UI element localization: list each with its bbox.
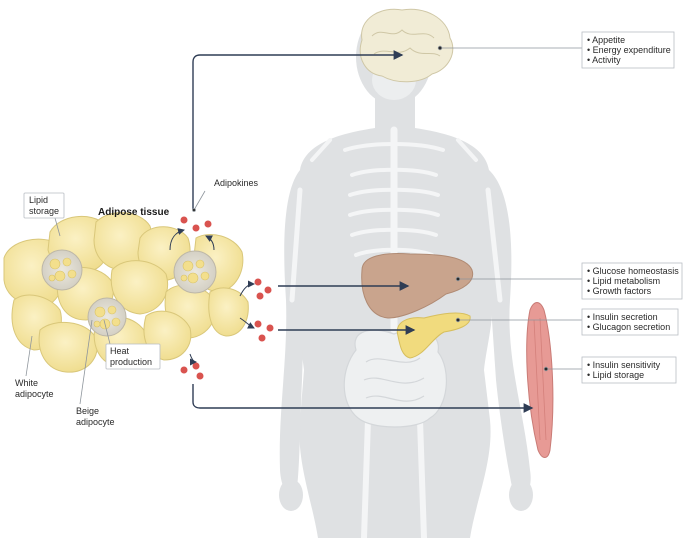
brain-effects-box: • Appetite • Energy expenditure • Activi…	[581, 31, 675, 69]
white-adipocyte-label-1: White	[15, 378, 38, 388]
intestines	[343, 329, 448, 428]
svg-text:• Glucagon secretion: • Glucagon secretion	[587, 322, 670, 332]
signaling-arrows	[192, 50, 534, 413]
adipokines-label: Adipokines	[214, 178, 259, 188]
svg-text:• Insulin secretion: • Insulin secretion	[587, 312, 658, 322]
svg-text:• Lipid storage: • Lipid storage	[587, 370, 644, 380]
leader-lines	[25, 45, 582, 405]
muscle-effects-box: • Insulin sensitivity • Lipid storage	[581, 356, 677, 384]
svg-text:• Growth factors: • Growth factors	[587, 286, 652, 296]
svg-text:Heat: Heat	[110, 346, 130, 356]
release-arrows	[169, 228, 255, 366]
svg-text:• Glucose homeostasis: • Glucose homeostasis	[587, 266, 679, 276]
svg-text:Lipid: Lipid	[29, 195, 48, 205]
pancreas	[396, 312, 471, 359]
arrow-to-muscle	[192, 384, 534, 413]
svg-text:storage: storage	[29, 206, 59, 216]
beige-adipocyte-label-2: adipocyte	[76, 417, 115, 427]
svg-text:• Energy expenditure: • Energy expenditure	[587, 45, 671, 55]
beige-adipocyte-label-1: Beige	[76, 406, 99, 416]
adipokine-dots	[180, 216, 274, 380]
lipid-storage-callout: Lipid storage	[23, 192, 65, 219]
white-adipocyte-label-2: adipocyte	[15, 389, 54, 399]
adipose-tissue-title: Adipose tissue	[98, 207, 170, 218]
liver	[361, 253, 474, 319]
muscle	[526, 302, 554, 458]
svg-text:• Lipid metabolism: • Lipid metabolism	[587, 276, 660, 286]
heat-production-callout: Heat production	[105, 343, 161, 370]
arrow-to-brain	[192, 50, 404, 210]
svg-text:production: production	[110, 357, 152, 367]
liver-effects-box: • Glucose homeostasis • Lipid metabolism…	[581, 262, 683, 300]
svg-text:• Appetite: • Appetite	[587, 35, 625, 45]
svg-text:• Insulin sensitivity: • Insulin sensitivity	[587, 360, 661, 370]
brain	[359, 8, 454, 83]
pancreas-effects-box: • Insulin secretion • Glucagon secretion	[581, 308, 679, 336]
beige-adipocyte-cells	[41, 249, 217, 337]
svg-text:• Activity: • Activity	[587, 55, 621, 65]
